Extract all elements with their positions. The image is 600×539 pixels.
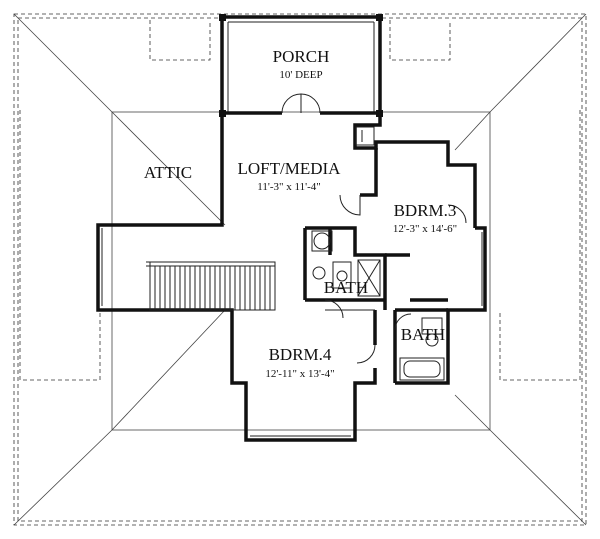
porch-name: PORCH bbox=[273, 47, 330, 66]
bdrm3-dims: 12'-3" x 14'-6" bbox=[393, 223, 457, 235]
exterior-walls bbox=[96, 113, 487, 442]
loft-dims: 11'-3" x 11'-4" bbox=[257, 181, 320, 193]
bath1-name: BATH bbox=[324, 278, 368, 297]
room-labels: PORCH 10' DEEP ATTIC LOFT/MEDIA 11'-3" x… bbox=[144, 47, 457, 380]
toilet-icon bbox=[312, 266, 326, 280]
porch bbox=[219, 14, 383, 117]
bdrm3-name: BDRM.3 bbox=[394, 201, 457, 220]
vanity-icon bbox=[332, 261, 352, 289]
porch-detail: 10' DEEP bbox=[279, 69, 322, 81]
bathtub-icon bbox=[399, 357, 445, 381]
doors bbox=[324, 194, 467, 364]
interior-walls bbox=[303, 148, 448, 383]
shower-icon bbox=[357, 259, 381, 297]
fixtures bbox=[311, 126, 445, 381]
attic-name: ATTIC bbox=[144, 163, 192, 182]
window-lines bbox=[101, 228, 483, 437]
loft-name: LOFT/MEDIA bbox=[238, 159, 342, 178]
stairs bbox=[146, 261, 276, 311]
storage-icon bbox=[355, 126, 375, 146]
bdrm4-dims: 12'-11" x 13'-4" bbox=[265, 368, 334, 380]
sink-icon bbox=[313, 232, 331, 250]
bath2-name: BATH bbox=[401, 325, 445, 344]
bdrm4-name: BDRM.4 bbox=[269, 345, 332, 364]
roof-outline bbox=[13, 13, 587, 526]
